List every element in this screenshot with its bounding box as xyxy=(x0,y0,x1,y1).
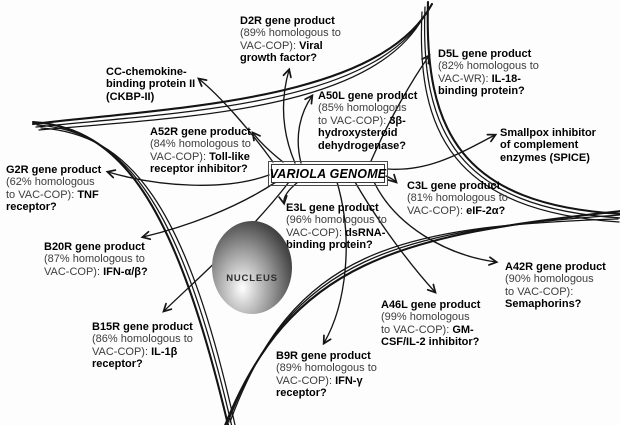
label-c3l: C3L gene product(81% homologous to VAC-C… xyxy=(407,180,527,217)
function: 3β- hydroxysteroid dehydrogenase? xyxy=(318,114,407,152)
arrow-to-a52r xyxy=(253,133,284,163)
arrow-to-g2r xyxy=(108,172,270,186)
function: eIF-2α? xyxy=(466,204,506,217)
homology: (89% homologous to VAC-COP): xyxy=(276,362,377,387)
function: GM- CSF/IL-2 inhibitor? xyxy=(381,323,480,349)
homology: (82% homologous to VAC-WR): xyxy=(438,60,539,85)
label-g2r: G2R gene product(62% homologous to VAC-C… xyxy=(6,164,111,214)
gene-name: Smallpox inhibitor of complement enzymes… xyxy=(500,127,596,164)
gene-name: E3L gene product xyxy=(286,202,379,214)
gene-name: D2R gene product xyxy=(240,15,335,27)
gene-name: G2R gene product xyxy=(6,164,102,176)
label-a52r: A52R gene product(84% homologous to VAC-… xyxy=(150,126,275,176)
function: IL-18- binding protein? xyxy=(438,72,525,98)
gene-name: B9R gene product xyxy=(276,350,371,362)
membrane-top-right-outer xyxy=(426,0,620,215)
variola-genome-box: VARIOLA GENOME xyxy=(268,161,388,186)
homology: (84% homologous to VAC-COP): xyxy=(150,138,251,163)
function: Toll-like receptor inhibitor? xyxy=(150,150,250,176)
function: dsRNA- binding protein? xyxy=(286,226,386,252)
membrane-top-left-mid xyxy=(35,9,429,128)
gene-name: A52R gene product xyxy=(150,126,251,138)
label-cc-chemokine: CC-chemokine- binding protein II (CKBP-I… xyxy=(106,66,226,103)
homology: (96% homologous to VAC-COP): xyxy=(286,214,387,239)
homology: (99% homologous to VAC-COP): xyxy=(381,311,470,336)
gene-name: B15R gene product xyxy=(92,321,193,333)
function: Viral growth factor? xyxy=(240,39,323,65)
function: IFN-γ receptor? xyxy=(276,374,363,400)
label-a46l: A46L gene product(99% homologous to VAC-… xyxy=(381,299,496,349)
function: IFN-α/β? xyxy=(103,265,148,278)
function: Semaphorins? xyxy=(505,298,582,311)
membrane-bottom-left-mid xyxy=(36,124,233,425)
arrow-to-b20r xyxy=(143,181,277,237)
arrow-to-c3l xyxy=(385,176,396,182)
arrow-to-a42r xyxy=(373,181,496,262)
arrow-to-d5l xyxy=(370,56,429,162)
homology: (81% homologous to VAC-COP): xyxy=(407,192,508,217)
membrane-top-left-inner xyxy=(38,15,425,131)
gene-name: A46L gene product xyxy=(381,299,481,311)
function: IL-1β receptor? xyxy=(92,345,178,371)
label-b15r: B15R gene product(86% homologous to VAC-… xyxy=(92,321,207,371)
membrane-bottom-left-outer xyxy=(31,120,230,425)
gene-name: D5L gene product xyxy=(438,48,532,60)
label-d2r: D2R gene product(89% homologous to VAC-C… xyxy=(240,15,360,65)
arrow-to-e3l xyxy=(284,181,299,203)
arrow-to-d2r xyxy=(284,70,296,164)
gene-name: C3L gene product xyxy=(407,180,501,192)
label-e3l: E3L gene product(96% homologous to VAC-C… xyxy=(286,202,404,252)
gene-name: CC-chemokine- binding protein II (CKBP-I… xyxy=(106,66,196,103)
membrane-bottom-left-inner xyxy=(40,127,236,425)
label-b20r: B20R gene product(87% homologous to VAC-… xyxy=(44,241,164,278)
arrow-to-cc-chemokine xyxy=(199,79,274,163)
gene-name: A50L gene product xyxy=(318,90,418,102)
homology: (86% homologous to VAC-COP): xyxy=(92,333,193,358)
label-d5l: D5L gene product(82% homologous to VAC-W… xyxy=(438,48,558,98)
nucleus-label: NUCLEUS xyxy=(226,273,278,284)
variola-genome-label: VARIOLA GENOME xyxy=(269,166,387,181)
homology: (85% homologous to VAC-COP): xyxy=(318,102,407,127)
label-b9r: B9R gene product(89% homologous to VAC-C… xyxy=(276,350,391,400)
arrow-to-b9r xyxy=(324,181,347,343)
gene-name: B20R gene product xyxy=(44,241,145,253)
gene-name: A42R gene product xyxy=(505,261,606,273)
genome-arrows xyxy=(108,56,496,343)
arrow-to-spice xyxy=(387,135,495,170)
homology: (90% homologous to VAC-COP): xyxy=(505,273,594,298)
function: TNF receptor? xyxy=(6,188,99,214)
arrow-to-a50l xyxy=(297,96,312,164)
homology: (62% homologous to VAC-COP): xyxy=(6,176,95,201)
arrow-to-a46l xyxy=(354,181,435,292)
membrane-top-left-outer xyxy=(31,2,434,126)
homology: (87% homologous to VAC-COP): xyxy=(44,253,145,278)
homology: (89% homologous to VAC-COP): xyxy=(240,27,341,52)
membrane-bottom-right-inner xyxy=(229,218,619,423)
nucleus: NUCLEUS xyxy=(212,221,292,314)
label-a42r: A42R gene product(90% homologous to VAC-… xyxy=(505,261,617,311)
label-a50l: A50L gene product(85% homologous to VAC-… xyxy=(318,90,433,152)
label-spice: Smallpox inhibitor of complement enzymes… xyxy=(500,127,618,164)
